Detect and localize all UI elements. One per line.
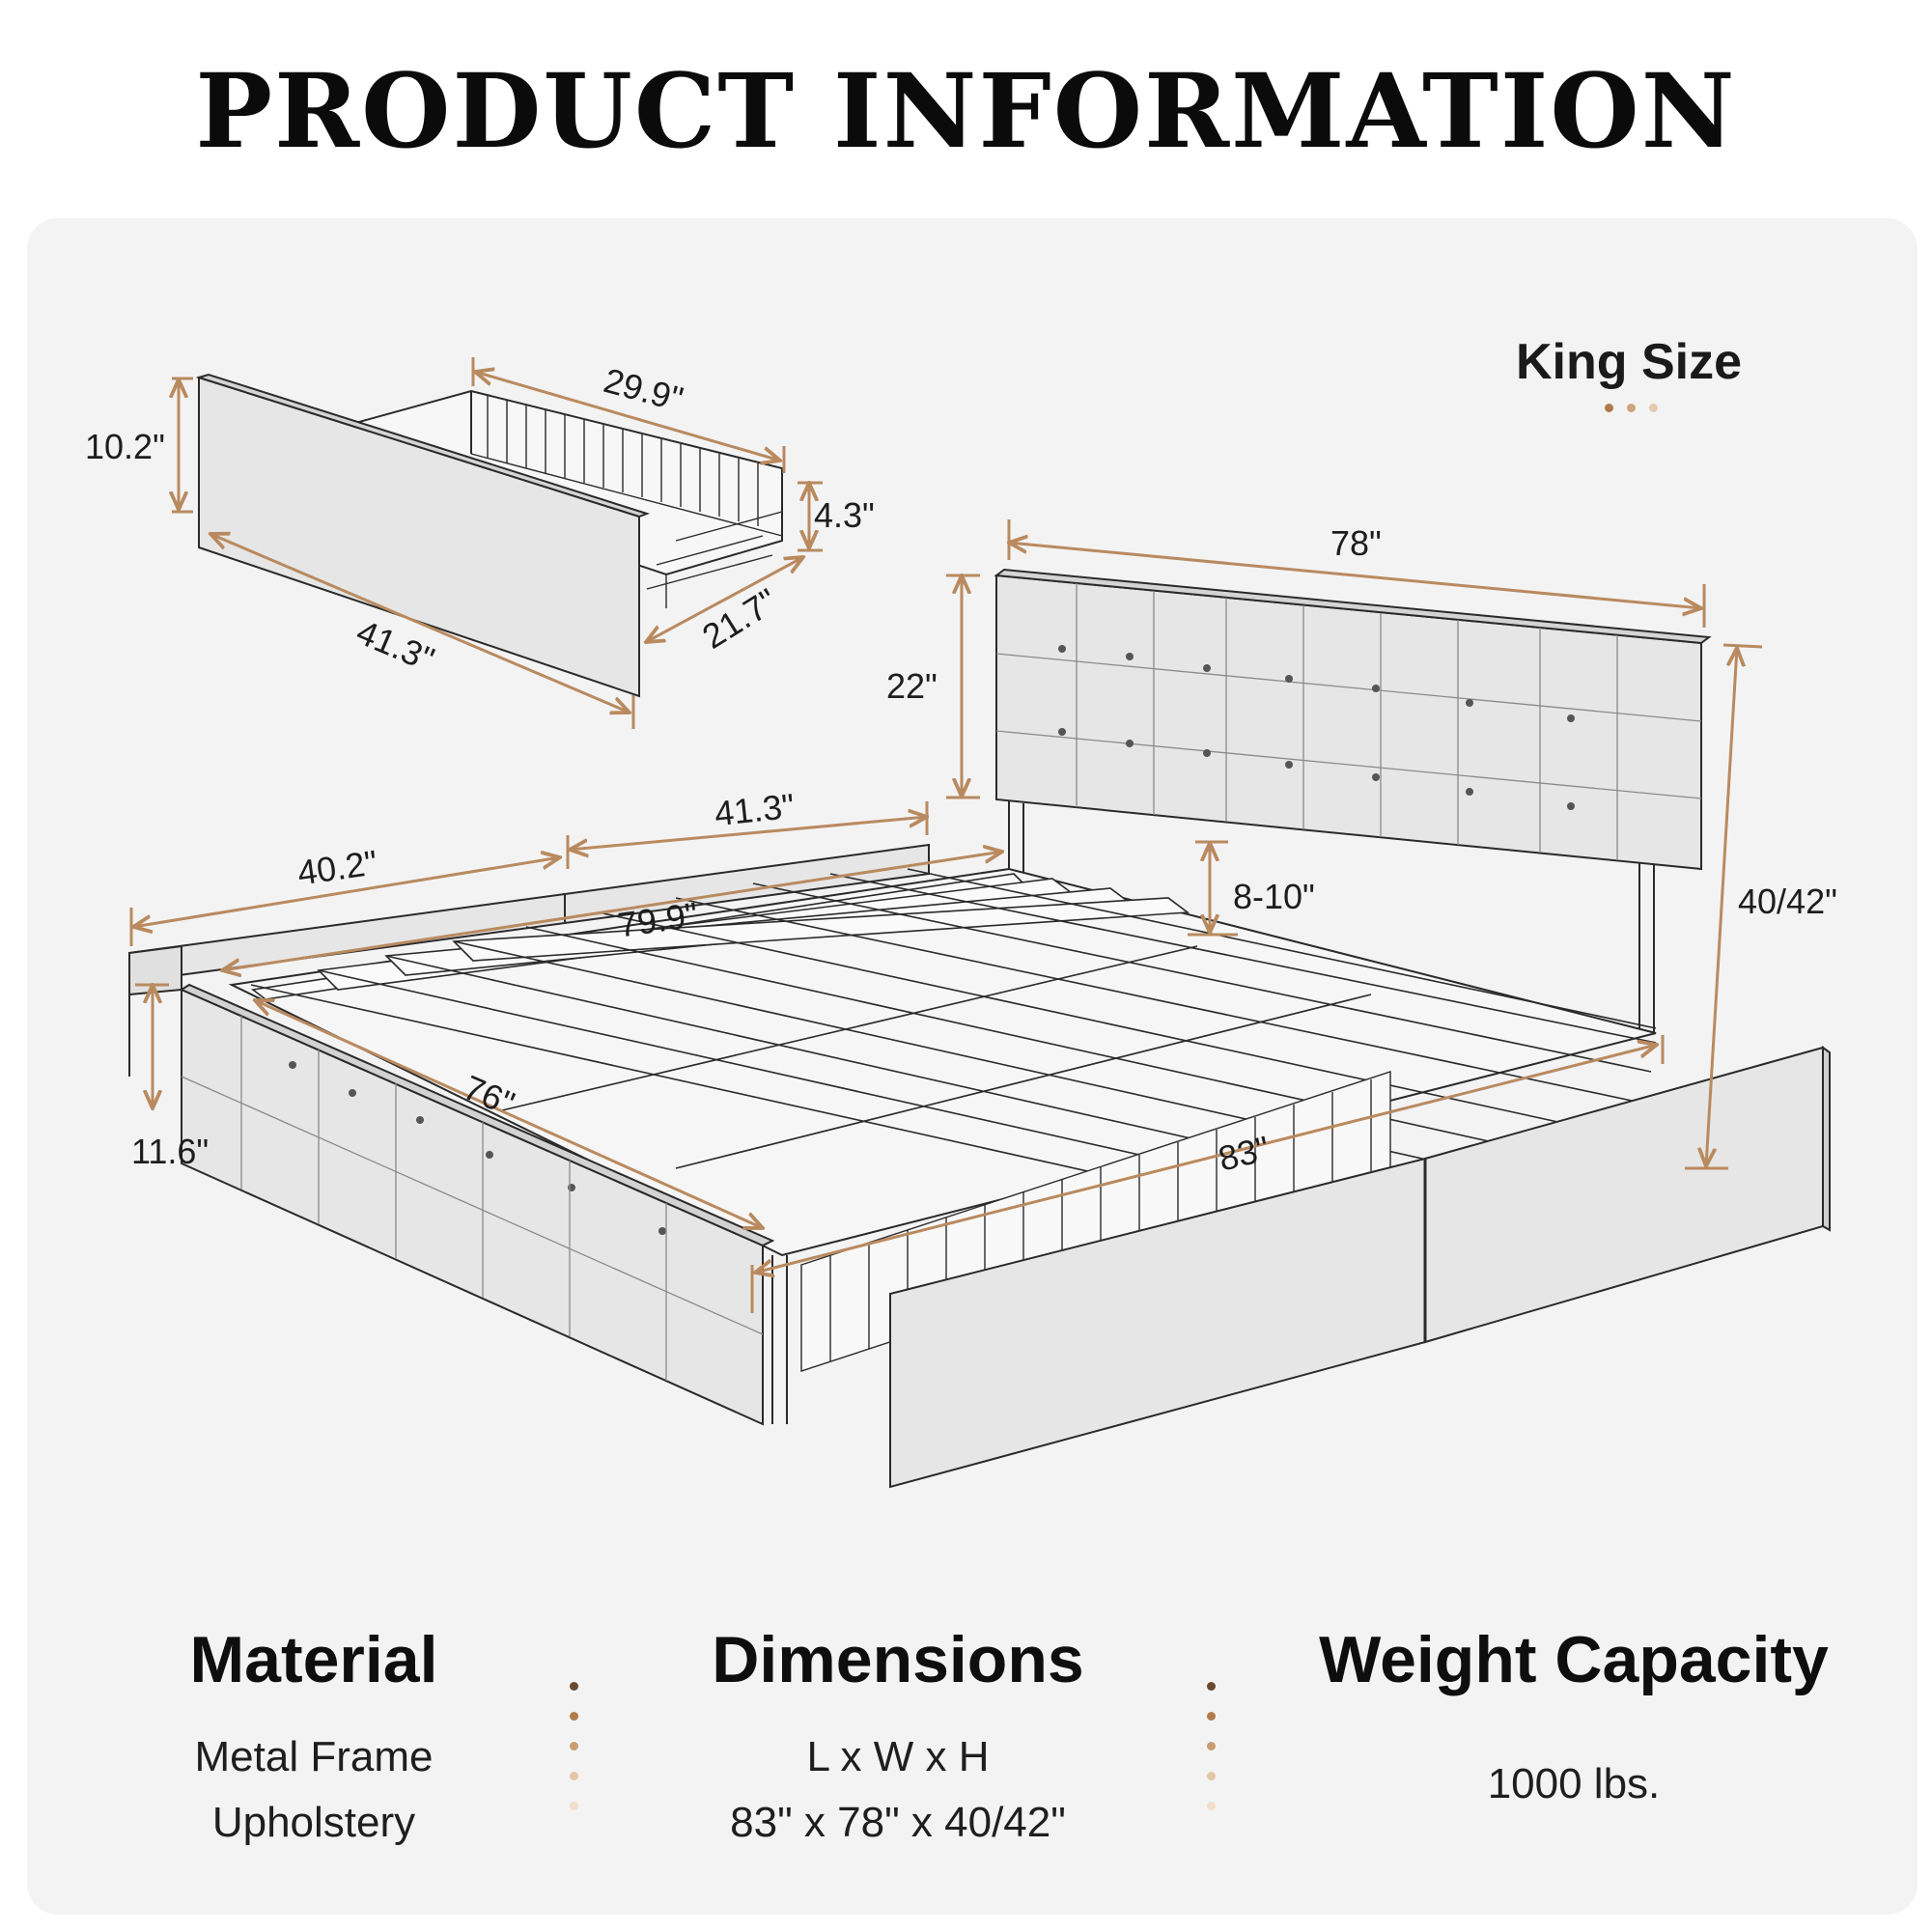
size-label-dots: [1605, 404, 1658, 412]
dim-drawer-basket-height: 4.3": [814, 495, 875, 535]
feature-heading: Weight Capacity: [1319, 1623, 1829, 1696]
storage-drawer-illustration: [195, 373, 783, 698]
dim-side-segment-2: 41.3": [713, 785, 797, 834]
dim-headboard-adjust: 8-10": [1233, 877, 1315, 916]
divider-dots: [570, 1682, 579, 1810]
page-title: PRODUCT INFORMATION: [195, 50, 1737, 171]
feature-line: Metal Frame: [194, 1733, 434, 1780]
feature-weight-capacity: Weight Capacity 1000 lbs.: [1274, 1622, 1873, 1817]
dim-side-rail-height: 11.6": [131, 1132, 210, 1171]
dim-total-height: 40/42": [1738, 882, 1837, 921]
size-label: King Size: [1516, 334, 1743, 390]
feature-line: Upholstery: [211, 1799, 416, 1846]
feature-line: 83" x 78" x 40/42": [730, 1799, 1066, 1846]
divider-dots: [1207, 1682, 1217, 1810]
feature-dimensions: Dimensions L x W x H 83" x 78" x 40/42": [666, 1622, 1130, 1856]
feature-heading: Dimensions: [712, 1623, 1084, 1696]
feature-line: 1000 lbs.: [1487, 1760, 1661, 1807]
feature-line: L x W x H: [806, 1733, 990, 1780]
bed-frame-drawing: [128, 568, 1831, 1489]
feature-material: Material Metal Frame Upholstery: [121, 1622, 507, 1856]
dim-drawer-front-height: 10.2": [85, 427, 165, 466]
dim-headboard-width: 78": [1330, 523, 1382, 563]
feature-heading: Material: [189, 1623, 438, 1696]
dim-headboard-height: 22": [886, 666, 938, 706]
